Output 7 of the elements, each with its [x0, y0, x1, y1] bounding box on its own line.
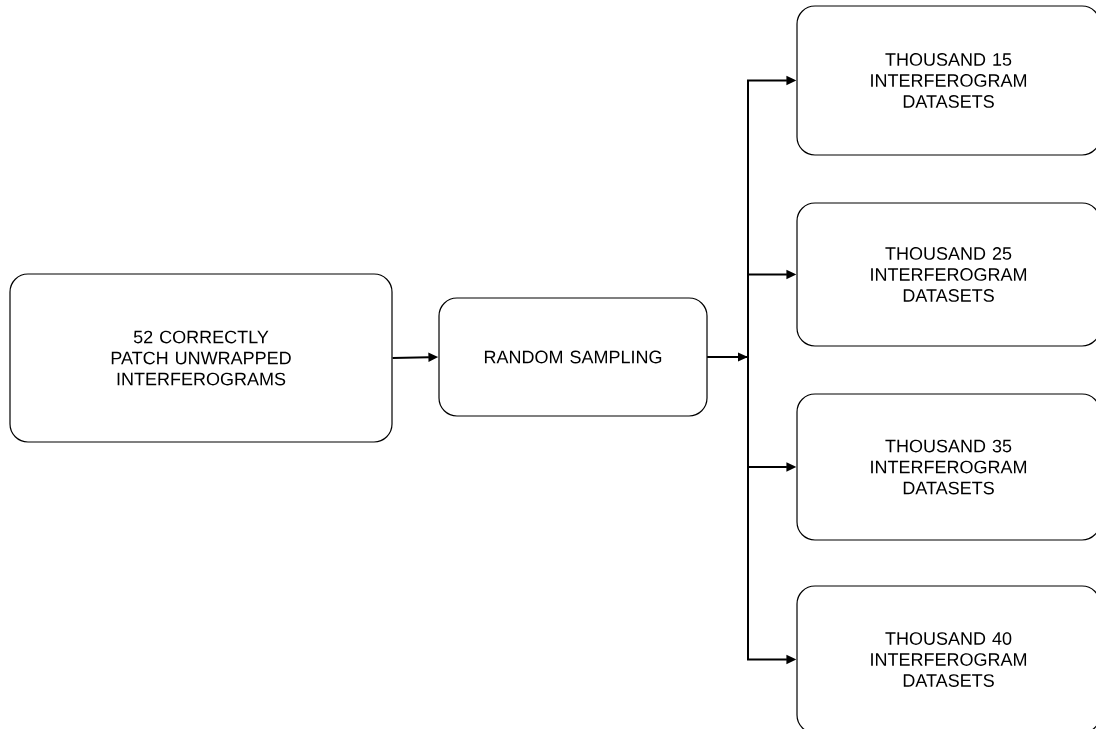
- arrow-head: [738, 352, 748, 362]
- process-box: 52 CORRECTLY PATCH UNWRAPPED INTERFEROGRAMS: [9, 273, 393, 443]
- process-box: RANDOM SAMPLING: [438, 297, 708, 417]
- dataset-box: THOUSAND 35 INTERFEROGRAM DATASETS: [796, 393, 1096, 541]
- dataset-box: THOUSAND 40 INTERFEROGRAM DATASETS: [796, 585, 1096, 729]
- dataset-box: THOUSAND 15 INTERFEROGRAM DATASETS: [796, 5, 1096, 156]
- dataset-box: THOUSAND 25 INTERFEROGRAM DATASETS: [796, 202, 1096, 347]
